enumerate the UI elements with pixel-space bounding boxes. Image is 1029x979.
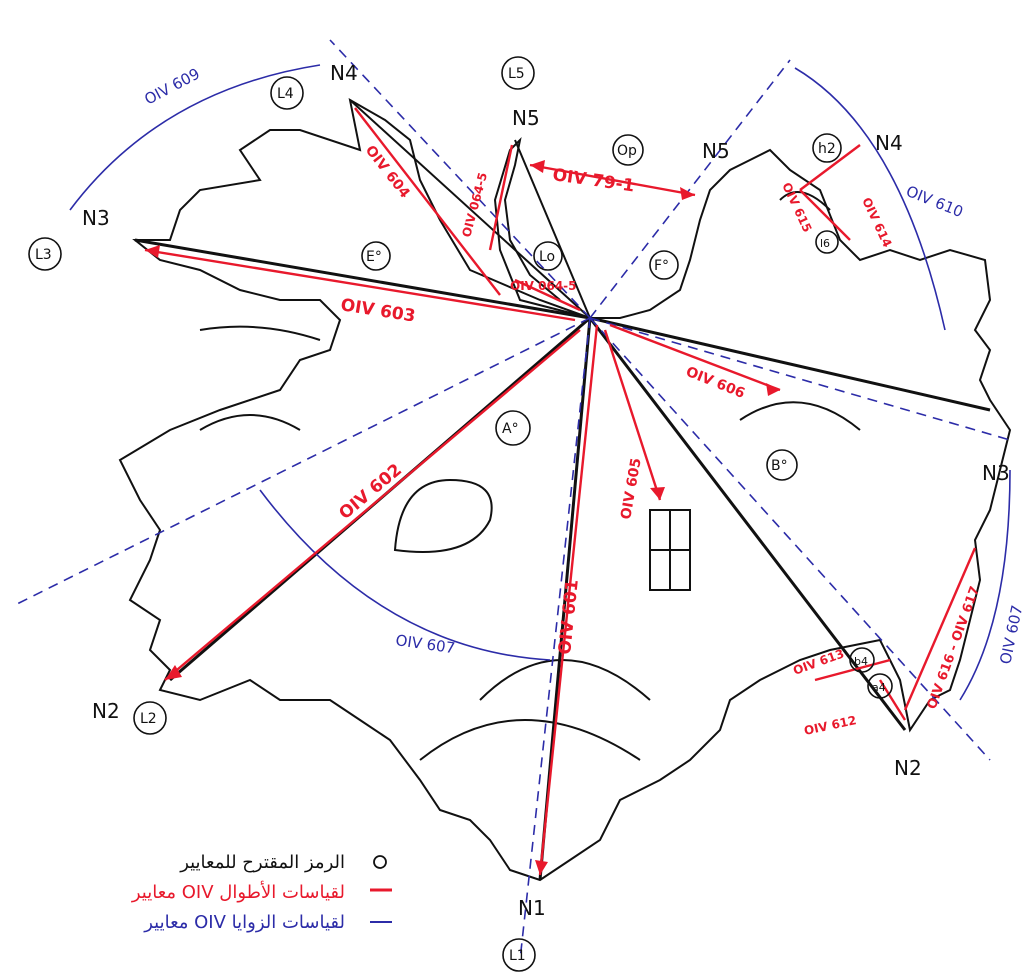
legend-line2: معايير OIV لقياسات الأطوال [131, 881, 345, 903]
arrowheads [145, 160, 780, 875]
legend-symbol-circle [373, 855, 387, 869]
lobe-lo: Lo [539, 249, 555, 265]
oiv602-label: OIV 602 [335, 460, 406, 524]
lobe-l3: L3 [35, 247, 52, 263]
oiv603-label: OIV 603 [339, 295, 417, 327]
oiv614-label: OIV 614 [859, 195, 894, 249]
oiv79-label: OIV 79-1 [551, 165, 635, 196]
node-n1: N1 [518, 896, 546, 920]
node-n3-right: N3 [982, 461, 1010, 485]
oiv601-label: OIV 601 [555, 579, 583, 656]
leaf-outline [118, 98, 1012, 882]
legend-line3: معايير OIV لقياسات الزوايا [143, 912, 345, 933]
label-b4: b4 [854, 655, 868, 668]
label-l6: l6 [820, 237, 830, 250]
label-a4: a4 [872, 681, 886, 694]
angle-reference-lines [14, 39, 1011, 961]
angle-a: A° [502, 421, 519, 437]
oiv607-right-label: OIV 607 [996, 604, 1026, 666]
angle-e: E° [366, 249, 382, 265]
lobe-l2: L2 [140, 711, 157, 727]
oiv612-label: OIV 612 [803, 713, 858, 738]
length-measure-lines [144, 107, 977, 876]
node-n5-left: N5 [512, 106, 540, 130]
circled-labels [28, 56, 893, 972]
lobe-l1: L1 [509, 948, 526, 964]
legend-line1: الرمز المقترح للمعايير [179, 852, 345, 873]
circled-label-text: L1 L2 L3 L4 L5 Lo A° B° E° F° Op h2 l6 b… [35, 66, 886, 964]
legend: الرمز المقترح للمعايير معايير OIV لقياسا… [131, 852, 392, 933]
label-op: Op [617, 143, 637, 159]
oiv607-bottom-label: OIV 607 [394, 631, 456, 657]
label-h2: h2 [818, 141, 836, 157]
oiv606-label: OIV 606 [684, 364, 748, 402]
angle-b: B° [771, 458, 788, 474]
node-n4-left: N4 [330, 61, 358, 85]
oiv605-label: OIV 605 [618, 457, 645, 521]
node-n2-right: N2 [894, 756, 922, 780]
lobe-l5: L5 [508, 66, 525, 82]
node-n2-left: N2 [92, 699, 120, 723]
oiv616-label: OIV 616 - OIV 617 [925, 584, 983, 711]
oiv615-label: OIV 615 [779, 180, 814, 234]
oiv609-label: OIV 609 [141, 65, 202, 109]
node-n5-right: N5 [702, 139, 730, 163]
node-n3-left: N3 [82, 206, 110, 230]
oiv610-label: OIV 610 [904, 182, 966, 221]
node-n4-right: N4 [875, 131, 903, 155]
angle-f: F° [654, 258, 669, 274]
lobe-l4: L4 [277, 86, 294, 102]
node-labels: N1 N2 N2 N3 N3 N4 N4 N5 N5 [82, 61, 1010, 920]
oiv0645-label: OIV 064-5 [510, 279, 577, 293]
angle-arcs [69, 64, 1011, 701]
